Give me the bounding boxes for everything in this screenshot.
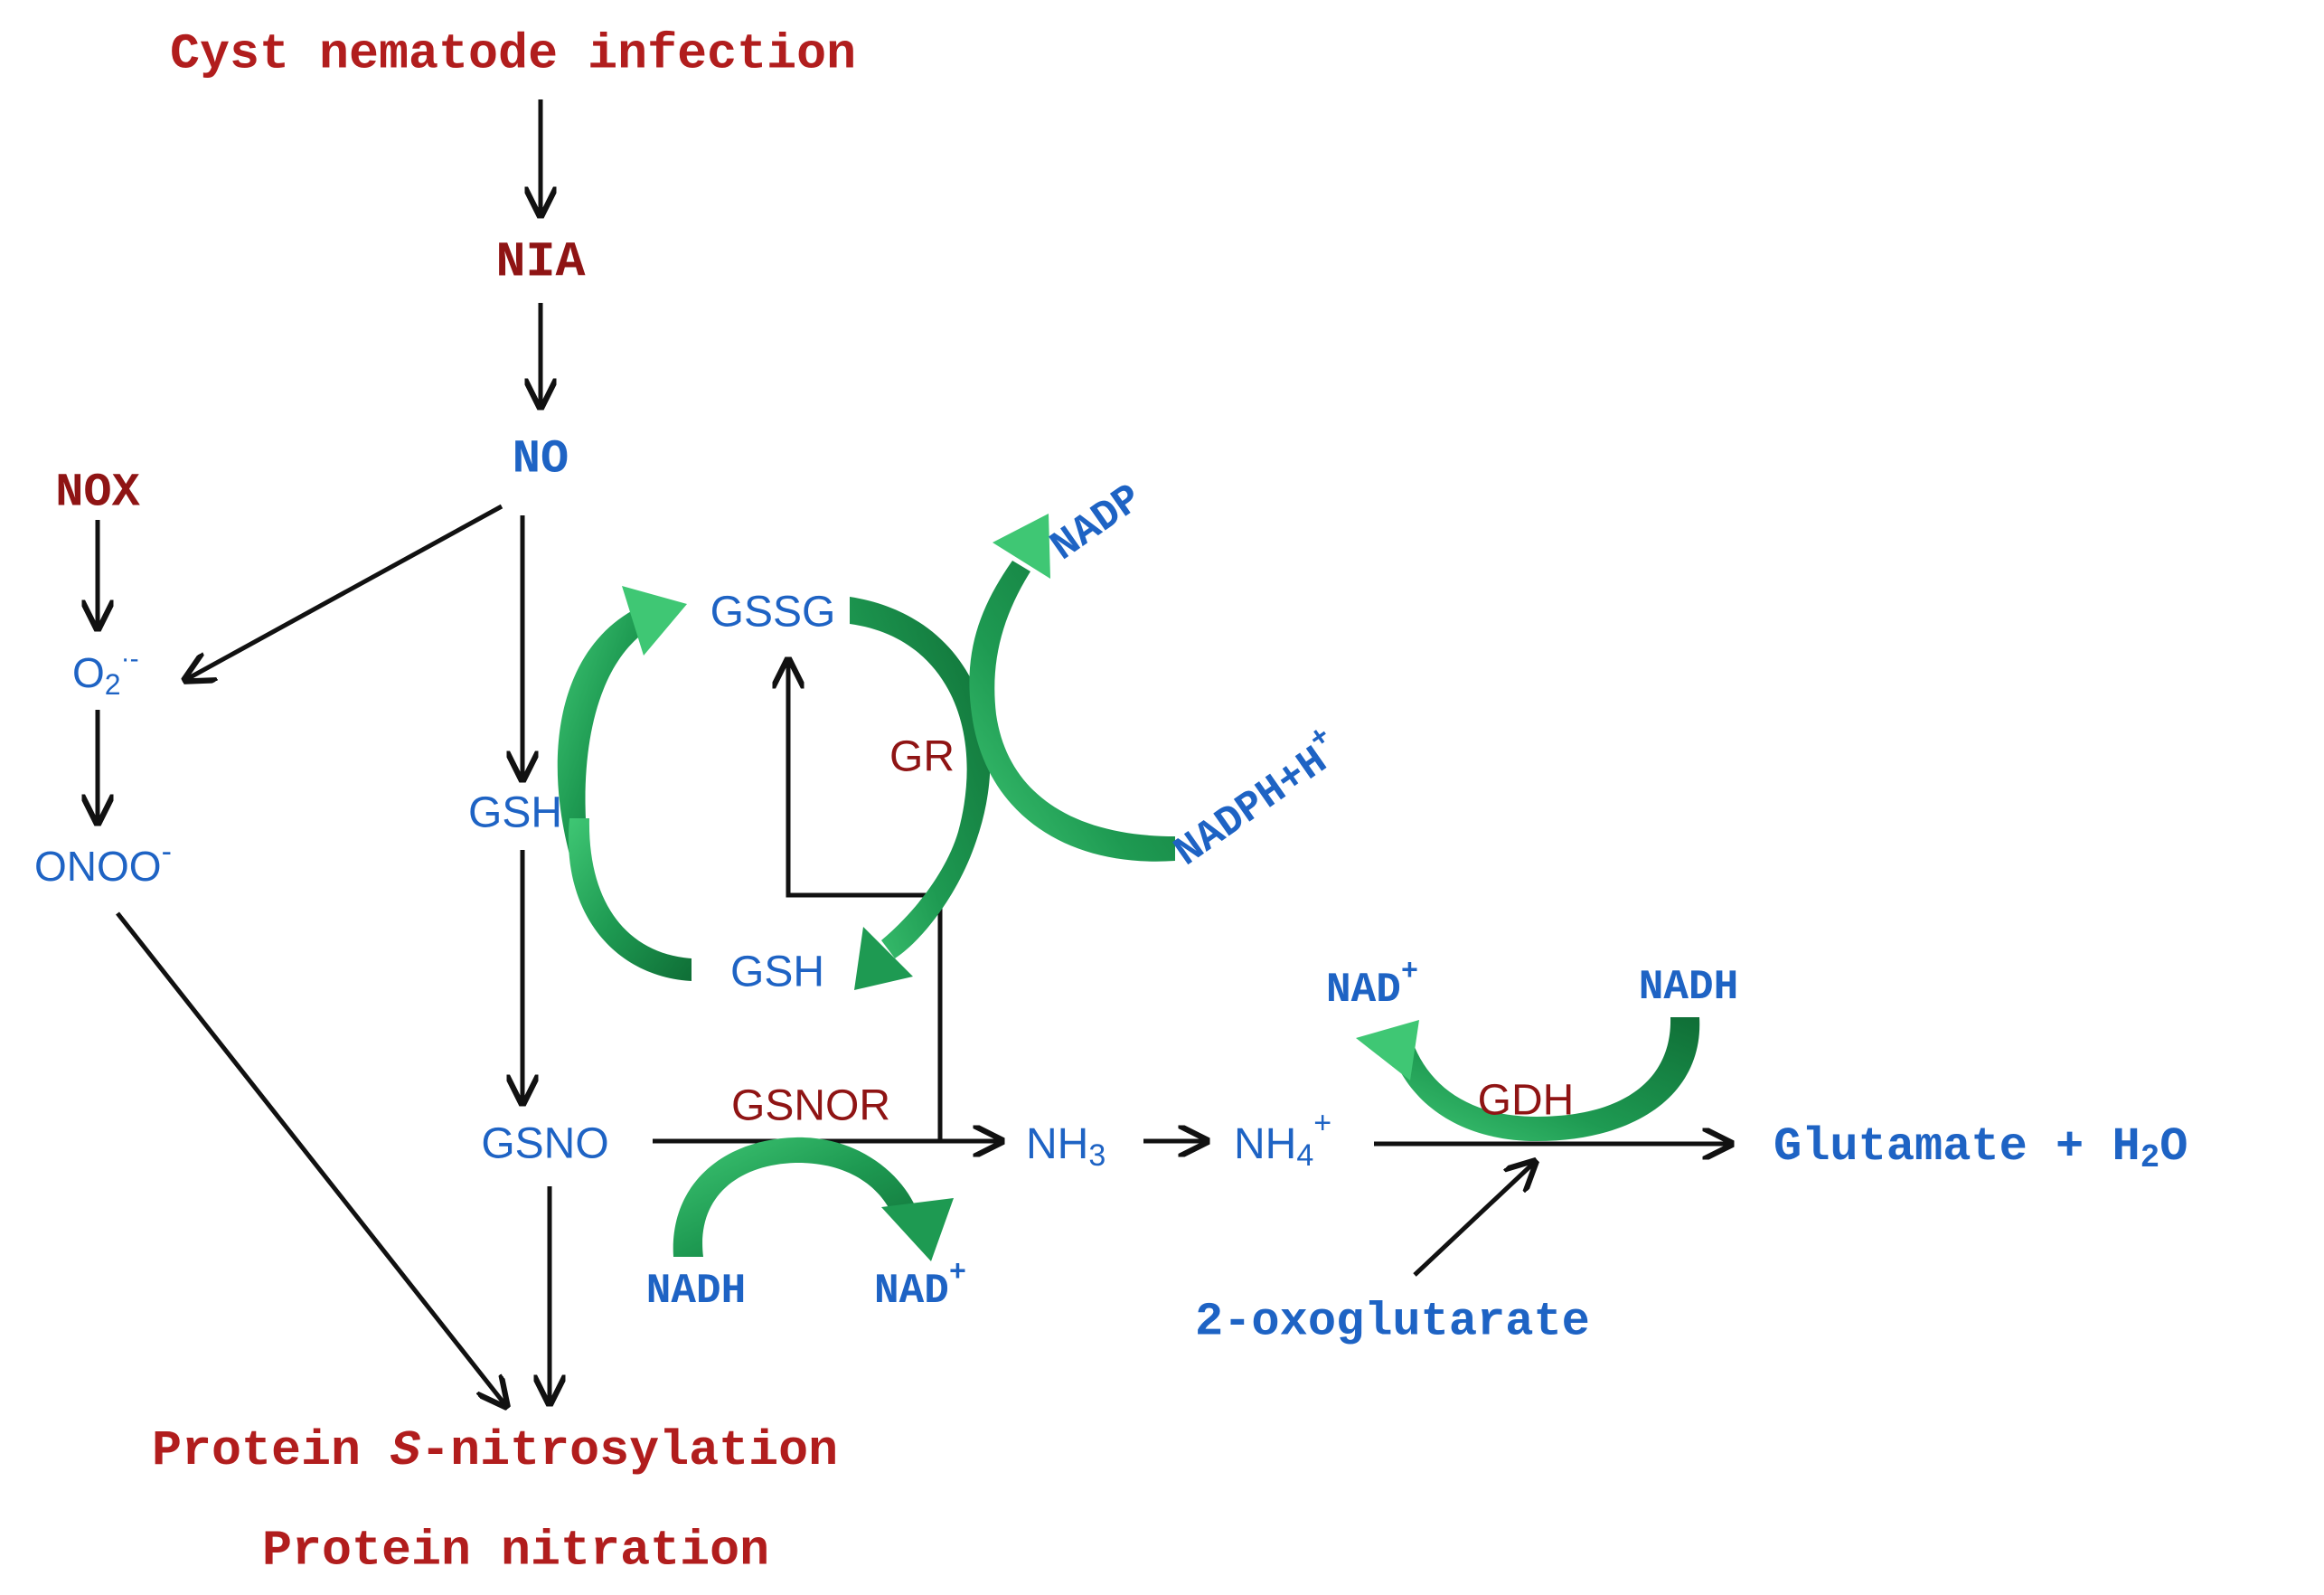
label-peroxynitrite: ONOO-: [34, 835, 172, 890]
arrowhead-nad-gsnor: [881, 1198, 954, 1261]
label-nh4: NH4+: [1234, 1106, 1331, 1173]
arrow-gsnor-to-gssg: [788, 660, 943, 1141]
label-gdh: GDH: [1478, 1077, 1575, 1125]
reaction-arrows: [98, 99, 1731, 1406]
label-nad-gdh: NAD+: [1326, 955, 1418, 1014]
arrow-onoo-to-protein: [116, 911, 506, 1406]
label-gsnor: GSNOR: [731, 1082, 890, 1130]
label-gssg: GSSG: [710, 589, 836, 637]
label-superoxide: O2·-: [72, 644, 139, 702]
label-cyst-nematode-infection: Cyst nematode infection: [170, 26, 856, 83]
label-2-oxoglutarate: 2-oxoglutarate: [1195, 1296, 1590, 1349]
label-nadph: NADPH+H+: [1161, 720, 1350, 876]
arc-nadph-to-nadp: [969, 561, 1175, 862]
label-gsh-left: GSH: [468, 789, 562, 837]
label-gsh-cycle: GSH: [730, 949, 824, 996]
label-nadp: NADP: [1042, 475, 1151, 571]
label-nad-gsnor: NAD+: [874, 1256, 966, 1315]
label-protein-s-nitrosylation: Protein S-nitrosylation: [152, 1422, 838, 1479]
arrowhead-gsh-cycle: [854, 927, 913, 990]
label-gr: GR: [889, 733, 955, 781]
label-glutamate: Glutamate + H2O: [1774, 1120, 2188, 1176]
arc-gsh-down-to-gsh: [568, 818, 692, 981]
arc-gssg-to-gsh: [850, 597, 991, 958]
label-gsno: GSNO: [481, 1120, 608, 1168]
label-nia: NIA: [495, 234, 585, 291]
label-nadh-gsnor: NADH: [646, 1268, 746, 1315]
label-nh3: NH3: [1026, 1120, 1106, 1173]
arc-nadh-to-nad-gdh: [1392, 1017, 1700, 1141]
arc-gsh-to-gssg: [557, 610, 644, 854]
arrowhead-gssg: [622, 586, 687, 656]
label-nadh-gdh: NADH: [1639, 964, 1738, 1011]
cofactor-cycle-arrows: [557, 514, 1700, 1261]
arrow-no-to-o2: [185, 504, 503, 680]
label-no: NO: [513, 433, 569, 486]
labels: Cyst nematode infection NIA NO NOX O2·- …: [34, 26, 2188, 1580]
arrowhead-nadp: [993, 514, 1050, 579]
arrowhead-nad-gdh: [1356, 1020, 1419, 1081]
label-protein-nitration: Protein nitration: [262, 1523, 769, 1580]
label-nox: NOX: [55, 467, 140, 520]
arc-nadh-to-nad-gsnor: [673, 1137, 917, 1257]
arrow-oxoglutarate-to-gdh: [1413, 1162, 1535, 1277]
